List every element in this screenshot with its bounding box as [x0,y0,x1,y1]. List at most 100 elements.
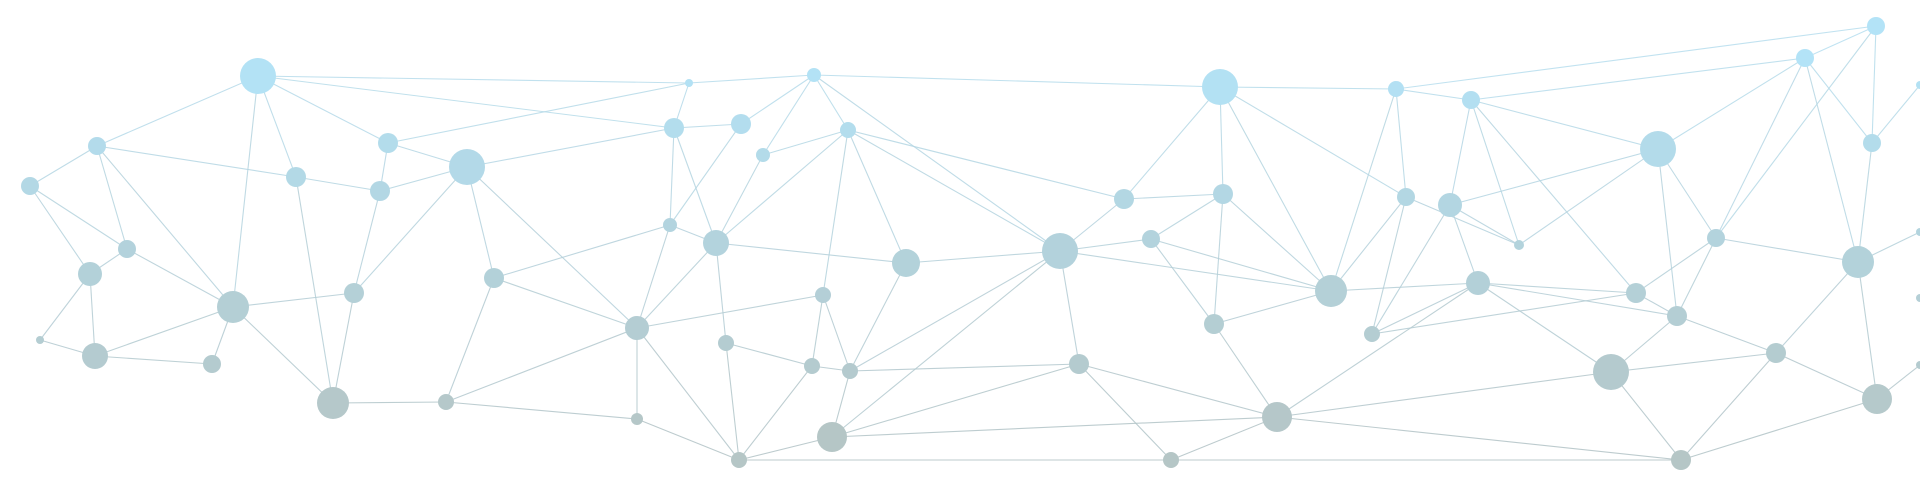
network-node [1163,452,1179,468]
connection-line [296,177,380,191]
connection-line [1519,149,1658,245]
network-node [815,287,831,303]
network-node [370,181,390,201]
network-node [217,291,249,323]
connection-line [40,274,90,340]
connection-line [233,293,354,307]
connection-line [1858,262,1877,399]
network-node [203,355,221,373]
connection-line [1805,58,1872,143]
connection-line [333,293,354,403]
network-node [1466,271,1490,295]
network-node [36,336,44,344]
network-node [664,118,684,138]
connection-line [832,417,1277,437]
connection-line [446,278,494,402]
connection-line [1858,143,1872,262]
connection-line [1716,238,1858,262]
connection-line [832,364,1079,437]
connection-line [823,130,848,295]
connection-line [741,75,814,124]
connection-line [1478,283,1611,372]
connection-line [97,146,233,307]
connection-line [1805,58,1858,262]
connection-line [1331,89,1396,291]
network-node [1388,81,1404,97]
connection-line [1677,238,1716,316]
connection-line [716,243,726,343]
connection-line [1372,293,1636,334]
network-node [1640,131,1676,167]
network-node [731,452,747,468]
connection-line [848,130,1060,251]
connection-line [333,402,446,403]
network-node [631,413,643,425]
network-node [1667,306,1687,326]
connection-line [812,295,823,366]
network-node [1142,230,1160,248]
connection-line [637,243,716,328]
connection-line [97,146,296,177]
network-node [484,268,504,288]
network-node [82,343,108,369]
connection-line [1636,238,1716,293]
connection-line [1220,87,1331,291]
connection-line [1681,353,1776,460]
network-node [240,58,276,94]
connection-line [467,128,674,167]
network-node [685,79,693,87]
connection-line [354,167,467,293]
connection-line [127,249,233,307]
connection-line [1406,197,1519,245]
network-node [1069,354,1089,374]
connection-line [1716,26,1876,238]
connection-line [906,251,1060,263]
connection-line [494,225,670,278]
network-node [804,358,820,374]
connection-line [1471,58,1805,100]
network-node [1114,189,1134,209]
connection-line [726,343,739,460]
connection-line [258,76,388,143]
connection-line [848,130,906,263]
network-node [731,114,751,134]
network-node [1204,314,1224,334]
network-node [756,148,770,162]
connection-line [258,76,689,83]
connection-line [670,128,674,225]
network-node [1438,193,1462,217]
connection-line [689,75,814,83]
connection-line [814,75,848,130]
connection-line [1872,85,1920,143]
connection-line [1471,100,1636,293]
network-node [1671,450,1691,470]
network-node [703,230,729,256]
connection-line [1124,87,1220,199]
connection-line [850,364,1079,371]
network-node [344,283,364,303]
connection-line [1151,194,1223,239]
connection-line [1677,316,1776,353]
connection-line [739,366,812,460]
network-node [21,177,39,195]
connection-line [1396,89,1471,100]
network-node [1867,17,1885,35]
network-node [1042,233,1078,269]
connection-line [95,356,212,364]
connection-line [1060,251,1331,291]
connection-line [716,130,848,243]
connection-line [716,155,763,243]
connection-line [848,130,1124,199]
network-node [1863,134,1881,152]
network-node [1916,228,1920,236]
network-node [807,68,821,82]
network-node [1514,240,1524,250]
network-node [1397,188,1415,206]
network-node [286,167,306,187]
connection-line [1171,417,1277,460]
connection-line [233,307,333,403]
connection-line [1124,194,1223,199]
connection-line [1471,100,1658,149]
connection-line [30,146,97,186]
